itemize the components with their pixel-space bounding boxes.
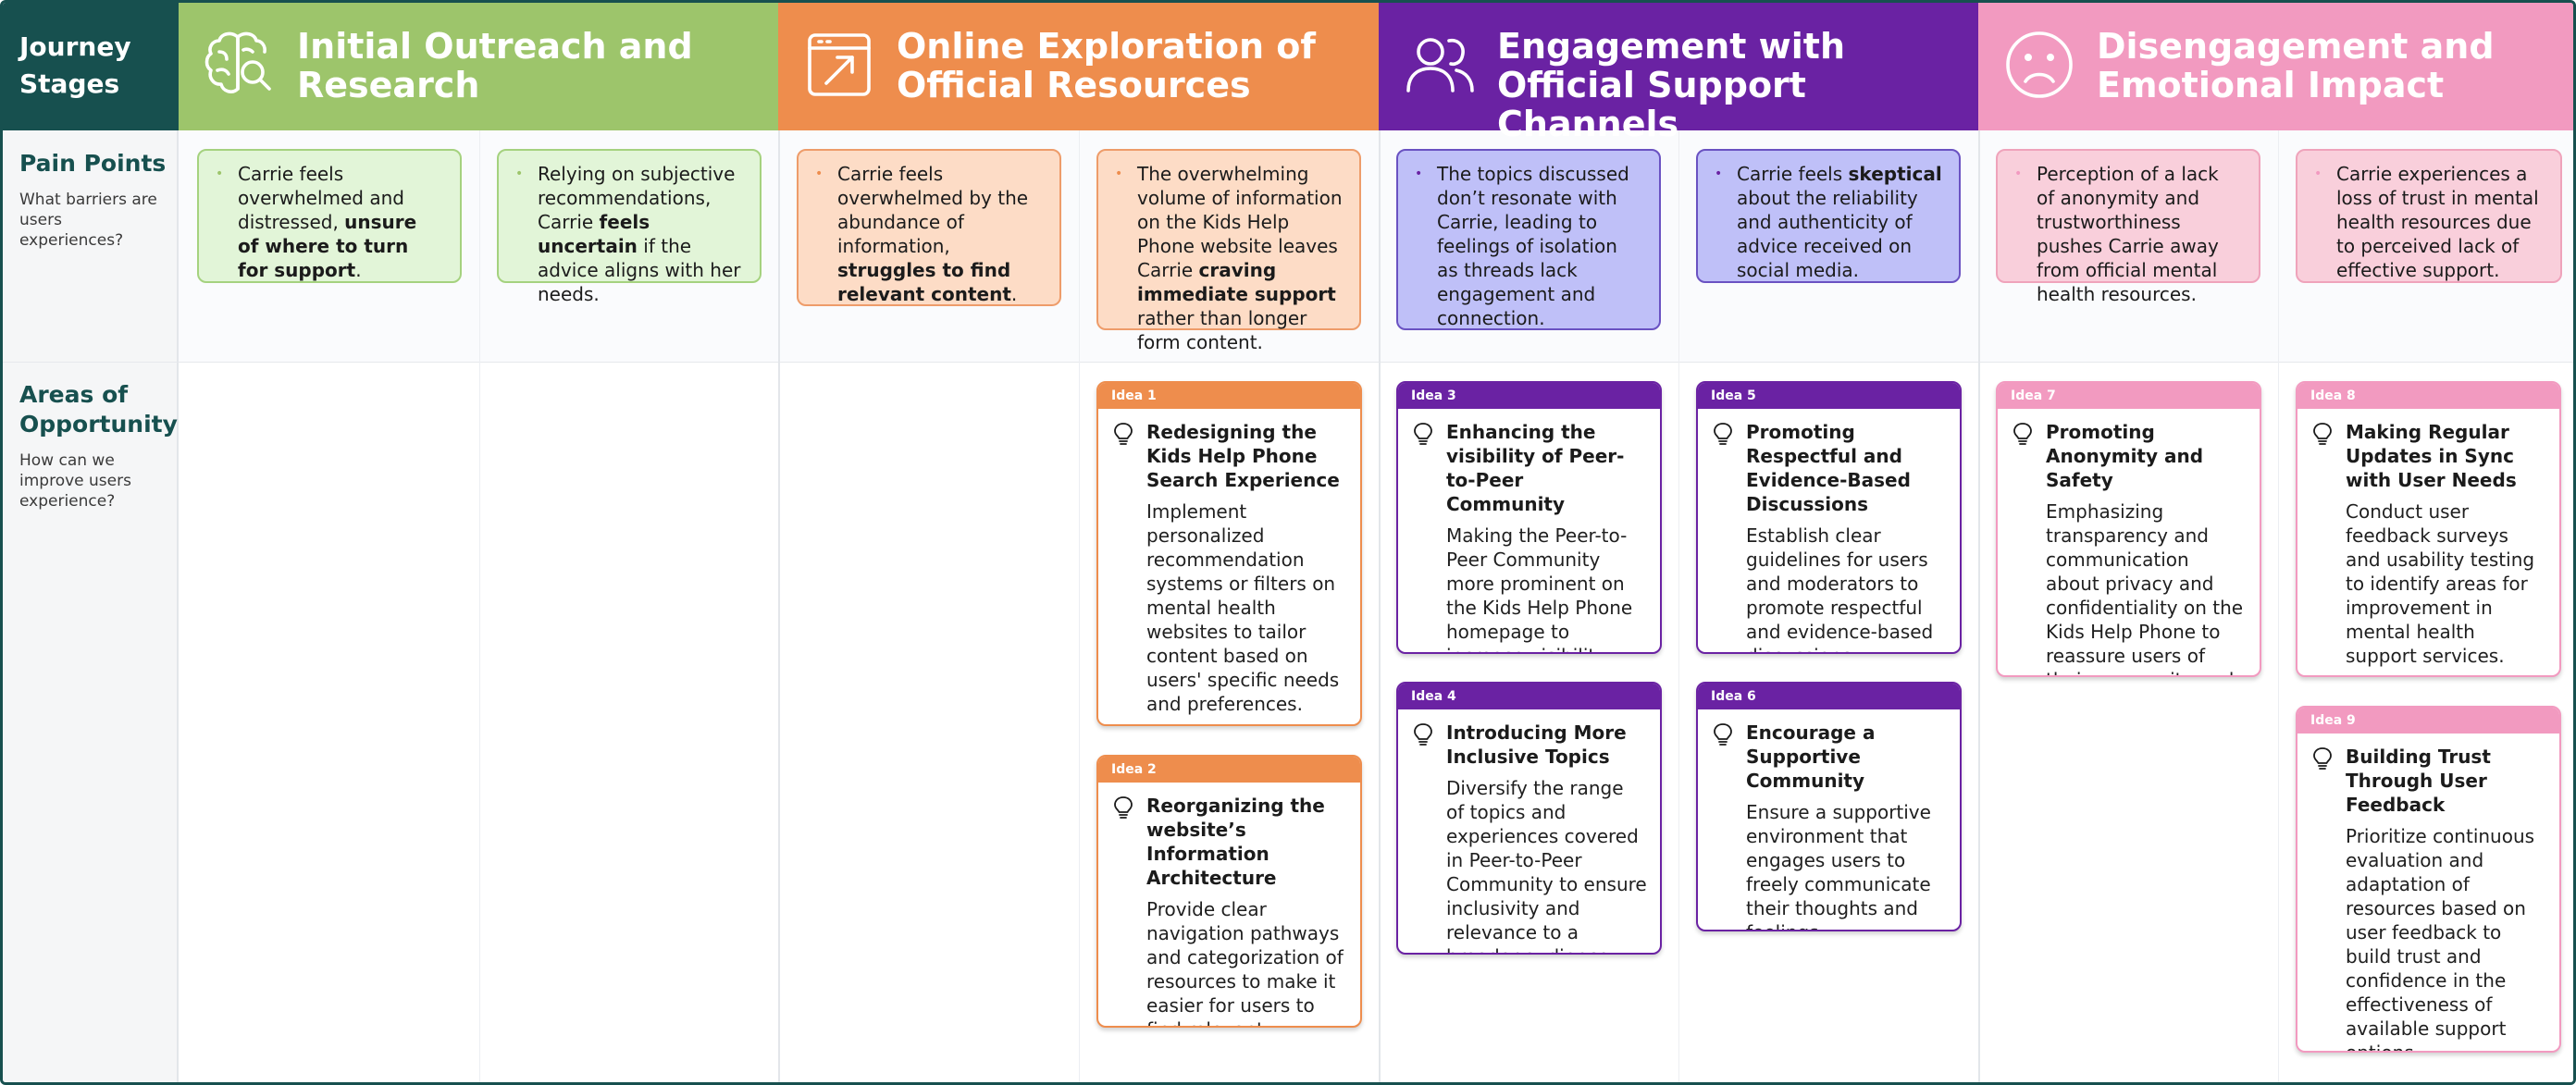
pain-point-card: •Carrie feels skeptical about the reliab… bbox=[1696, 149, 1961, 283]
pain-point-emphasis: unsure of where to turn for support bbox=[238, 211, 417, 281]
pain-point-card: •Carrie feels overwhelmed and distressed… bbox=[197, 149, 462, 283]
pain-point-card: •Carrie experiences a loss of trust in m… bbox=[2296, 149, 2562, 283]
lightbulb-icon bbox=[1414, 423, 1432, 445]
idea-description: Provide clear navigation pathways and ca… bbox=[1146, 898, 1344, 1026]
stage-divider bbox=[1379, 130, 1381, 1082]
row-title: Pain Points bbox=[19, 150, 167, 177]
pain-point-card: •Perception of a lack of anonymity and t… bbox=[1996, 149, 2260, 305]
pain-point-card: •The overwhelming volume of information … bbox=[1096, 149, 1361, 353]
lightbulb-icon bbox=[1114, 423, 1133, 445]
idea-card[interactable]: Idea 4 Introducing More Inclusive Topics… bbox=[1396, 682, 1662, 955]
stage-title: Online Exploration of Official Resources bbox=[897, 26, 1316, 105]
pain-point-text: Carrie feels overwhelmed by the abundanc… bbox=[837, 163, 1029, 305]
journey-stages-header: Journey Stages bbox=[3, 3, 179, 130]
idea-title: Enhancing the visibility of Peer-to-Peer… bbox=[1446, 421, 1625, 515]
lightbulb-icon bbox=[2313, 747, 2332, 770]
column-divider bbox=[479, 130, 480, 1082]
stage-header-initial-outreach: Initial Outreach and Research bbox=[179, 3, 778, 130]
idea-description: Making the Peer-to-Peer Community more p… bbox=[1446, 524, 1633, 652]
idea-tag: Idea 8 bbox=[2297, 383, 2559, 409]
idea-card[interactable]: Idea 9 Building Trust Through User Feedb… bbox=[2296, 706, 2561, 1053]
idea-title: Promoting Anonymity and Safety bbox=[2046, 421, 2204, 491]
idea-description: Prioritize continuous evaluation and ada… bbox=[2346, 825, 2535, 1053]
lightbulb-icon bbox=[2313, 423, 2332, 445]
people-group-icon bbox=[1406, 38, 1474, 92]
idea-card[interactable]: Idea 2 Reorganizing the website’s Inform… bbox=[1096, 755, 1362, 1028]
idea-tag: Idea 5 bbox=[1698, 383, 1960, 409]
pain-point-emphasis: craving immediate support bbox=[1137, 259, 1336, 305]
idea-description: Conduct user feedback surveys and usabil… bbox=[2346, 500, 2535, 667]
idea-title: Encourage a Supportive Community bbox=[1746, 721, 1876, 792]
row-subtitle: How can we improve users experience? bbox=[19, 451, 131, 511]
column-divider bbox=[1678, 130, 1679, 1082]
opportunities-row-label: Areas of Opportunity How can we improve … bbox=[3, 380, 179, 512]
lightbulb-icon bbox=[1114, 796, 1133, 819]
pain-point-card: •Carrie feels overwhelmed by the abundan… bbox=[797, 149, 1061, 306]
stage-header-engagement: Engagement with Official Support Channel… bbox=[1379, 3, 1978, 143]
idea-card[interactable]: Idea 6 Encourage a Supportive Community … bbox=[1696, 682, 1962, 931]
column-divider bbox=[2278, 130, 2279, 1082]
lightbulb-icon bbox=[1714, 723, 1732, 746]
idea-title: Making Regular Updates in Sync with User… bbox=[2346, 421, 2517, 491]
idea-tag: Idea 6 bbox=[1698, 684, 1960, 709]
stage-title: Engagement with Official Support Channel… bbox=[1497, 26, 1845, 144]
stage-divider bbox=[1978, 130, 1980, 1082]
sad-face-icon bbox=[2006, 31, 2073, 98]
pain-point-emphasis: feels uncertain bbox=[538, 211, 650, 257]
pain-point-emphasis: skeptical bbox=[1848, 163, 1942, 185]
journey-stages-label: Journey Stages bbox=[19, 31, 131, 99]
row-label-column bbox=[3, 130, 179, 1082]
pain-point-text: Carrie experiences a loss of trust in me… bbox=[2336, 163, 2539, 281]
idea-card[interactable]: Idea 1 Redesigning the Kids Help Phone S… bbox=[1096, 381, 1362, 726]
stage-title: Disengagement and Emotional Impact bbox=[2097, 26, 2495, 105]
idea-card[interactable]: Idea 8 Making Regular Updates in Sync wi… bbox=[2296, 381, 2561, 677]
idea-tag: Idea 9 bbox=[2297, 708, 2559, 734]
pain-point-text: The overwhelming volume of information o… bbox=[1137, 163, 1343, 353]
lightbulb-icon bbox=[2013, 423, 2032, 445]
row-divider bbox=[3, 362, 2573, 363]
pain-point-text: Perception of a lack of anonymity and tr… bbox=[2037, 163, 2219, 305]
idea-description: Diversify the range of topics and experi… bbox=[1446, 777, 1647, 953]
idea-tag: Idea 4 bbox=[1398, 684, 1660, 709]
pain-point-card: •Relying on subjective recommendations, … bbox=[497, 149, 762, 305]
pain-points-row-label: Pain Points What barriers are users expe… bbox=[3, 149, 179, 251]
idea-title: Promoting Respectful and Evidence-Based … bbox=[1746, 421, 1911, 515]
lightbulb-icon bbox=[1414, 723, 1432, 746]
stage-header-disengagement: Disengagement and Emotional Impact bbox=[1978, 3, 2573, 130]
idea-tag: Idea 7 bbox=[1998, 383, 2260, 409]
pain-point-text: Carrie feels skeptical about the reliabi… bbox=[1737, 163, 1942, 281]
idea-title: Redesigning the Kids Help Phone Search E… bbox=[1146, 421, 1340, 491]
stage-header-online-exploration: Online Exploration of Official Resources bbox=[778, 3, 1379, 130]
pain-point-text: Relying on subjective recommendations, C… bbox=[538, 163, 741, 305]
pain-point-text: The topics discussed don’t resonate with… bbox=[1437, 163, 1629, 329]
idea-card[interactable]: Idea 7 Promoting Anonymity and Safety Em… bbox=[1996, 381, 2261, 677]
pain-point-text: Carrie feels overwhelmed and distressed,… bbox=[238, 163, 417, 281]
idea-tag: Idea 2 bbox=[1098, 757, 1360, 783]
idea-card[interactable]: Idea 5 Promoting Respectful and Evidence… bbox=[1696, 381, 1962, 654]
stage-divider bbox=[778, 130, 780, 1082]
row-title: Areas of Opportunity bbox=[19, 381, 178, 438]
idea-description: Establish clear guidelines for users and… bbox=[1746, 524, 1934, 652]
row-subtitle: What barriers are users experiences? bbox=[19, 191, 157, 250]
idea-tag: Idea 3 bbox=[1398, 383, 1660, 409]
pain-point-emphasis: struggles to find relevant content bbox=[837, 259, 1011, 305]
stage-title: Initial Outreach and Research bbox=[297, 26, 693, 105]
idea-title: Building Trust Through User Feedback bbox=[2346, 746, 2491, 816]
lightbulb-icon bbox=[1714, 423, 1732, 445]
idea-title: Reorganizing the website’s Information A… bbox=[1146, 795, 1325, 889]
brain-search-icon bbox=[204, 31, 271, 93]
idea-description: Implement personalized recommendation sy… bbox=[1146, 500, 1340, 715]
column-divider bbox=[1079, 130, 1080, 1082]
browser-arrow-icon bbox=[808, 33, 871, 96]
idea-title: Introducing More Inclusive Topics bbox=[1446, 721, 1627, 768]
idea-description: Ensure a supportive environment that eng… bbox=[1746, 801, 1931, 930]
idea-tag: Idea 1 bbox=[1098, 383, 1360, 409]
pain-point-card: •The topics discussed don’t resonate wit… bbox=[1396, 149, 1661, 330]
idea-description: Emphasizing transparency and communicati… bbox=[2046, 500, 2244, 675]
idea-card[interactable]: Idea 3 Enhancing the visibility of Peer-… bbox=[1396, 381, 1662, 654]
